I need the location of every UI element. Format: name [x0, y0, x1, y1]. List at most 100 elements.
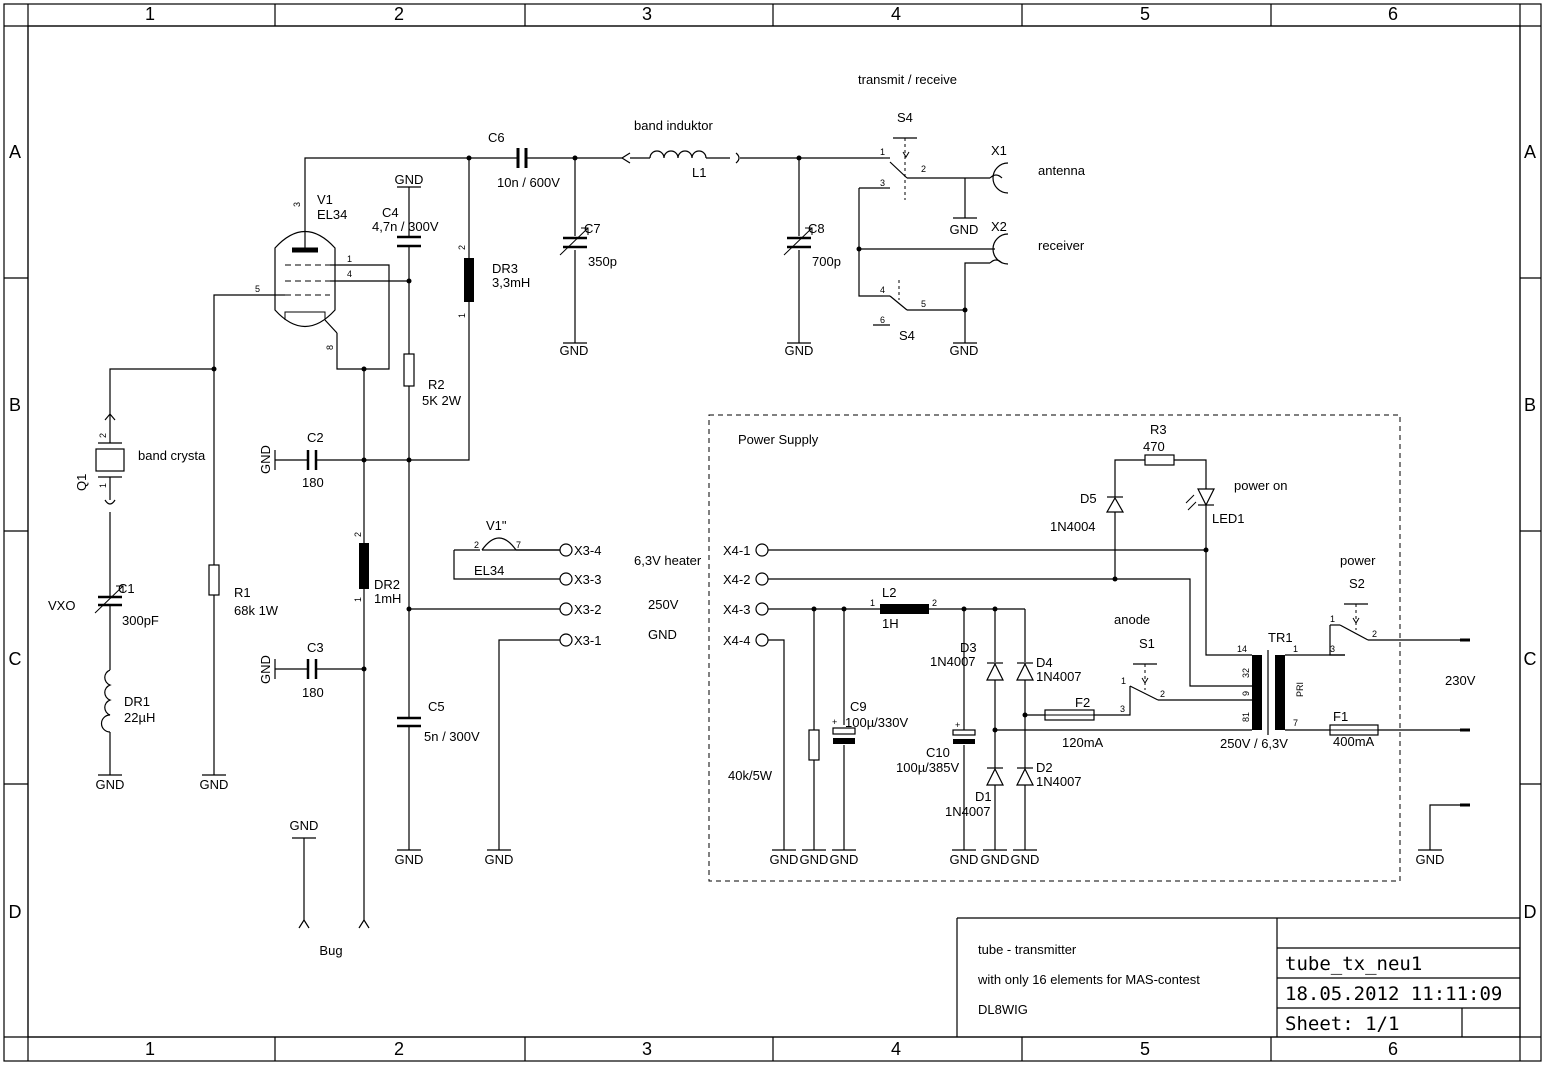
l2-value: 1H — [882, 616, 899, 631]
s2-pin2: 2 — [1372, 629, 1377, 639]
row-label-a-right: A — [1524, 142, 1536, 162]
v1-pin4: 4 — [347, 269, 352, 279]
r2-ref: R2 — [428, 377, 445, 392]
col-label-1-bottom: 1 — [145, 1039, 155, 1059]
d5-value: 1N4004 — [1050, 519, 1096, 534]
x3-pin-2: X3-2 — [574, 602, 601, 617]
led1-value: power on — [1234, 478, 1287, 493]
title-filename: tube_tx_neu1 — [1285, 953, 1422, 975]
v1-value: EL34 — [317, 207, 347, 222]
col-label-4: 4 — [891, 4, 901, 24]
f2-value: 120mA — [1062, 735, 1104, 750]
dr2-pin2: 2 — [353, 532, 363, 537]
v1-pin3: 3 — [292, 202, 302, 207]
row-label-b: B — [9, 395, 21, 415]
c5-value: 5n / 300V — [424, 729, 480, 744]
x4-connector: X4-1 X4-2 X4-3 X4-4 — [723, 543, 769, 648]
col-label-3-bottom: 3 — [642, 1039, 652, 1059]
s4-switch: transmit / receive S4 1 2 3 4 5 6 S4 — [858, 72, 957, 343]
s4-ref-top: S4 — [897, 110, 913, 125]
title-datetime: 18.05.2012 11:11:09 — [1285, 983, 1502, 1005]
v1-pin5: 5 — [255, 284, 260, 294]
l1-value: band induktor — [634, 118, 713, 133]
l2-pin2: 2 — [932, 598, 937, 608]
col-label-5-bottom: 5 — [1140, 1039, 1150, 1059]
gnd-label: GND — [258, 655, 273, 684]
tr1-pin9: 9 — [1241, 691, 1251, 696]
title-line-3: DL8WIG — [978, 1002, 1028, 1017]
x3-pin-4: X3-4 — [574, 543, 601, 558]
q1-pin2: 2 — [98, 433, 108, 438]
bug-label: Bug — [319, 943, 342, 958]
x2-receiver-jack: X2 receiver — [989, 219, 1085, 265]
x3-label-heater: 6,3V heater — [634, 553, 702, 568]
gnd-label: GND — [258, 445, 273, 474]
row-label-d-right: D — [1524, 902, 1537, 922]
col-label-4-bottom: 4 — [891, 1039, 901, 1059]
gnd-symbol: GND — [1011, 849, 1040, 867]
d2-diode: D2 1N4007 — [1016, 760, 1082, 789]
tr1-pin32: 32 — [1241, 668, 1251, 678]
gnd-label: GND — [395, 172, 424, 187]
v1-ref: V1 — [317, 192, 333, 207]
c1-capacitor: C1 300pF VXO — [48, 581, 159, 628]
v1-pin8: 8 — [325, 345, 335, 350]
s4-pin6: 6 — [880, 315, 885, 325]
c6-ref: C6 — [488, 130, 505, 145]
mains-label: 230V — [1445, 673, 1476, 688]
dr1-inductor: DR1 22µH — [100, 669, 155, 733]
x3-pin-1: X3-1 — [574, 633, 601, 648]
d4-diode: D4 1N4007 — [1016, 655, 1082, 684]
gnd-symbol: GND — [395, 849, 423, 867]
tr1-pin7: 7 — [1293, 718, 1298, 728]
bleeder-value: 40k/5W — [728, 768, 773, 783]
r3-value: 470 — [1143, 439, 1165, 454]
gnd-symbol: GND — [800, 849, 829, 867]
c4-ref: C4 — [382, 205, 399, 220]
dr1-value: 22µH — [124, 710, 155, 725]
r1-ref: R1 — [234, 585, 251, 600]
wires — [109, 157, 1468, 920]
c10-capacitor: + C10 100µ/385V — [896, 720, 976, 775]
power-supply-label: Power Supply — [738, 432, 819, 447]
c5-ref: C5 — [428, 699, 445, 714]
c9-ref: C9 — [850, 699, 867, 714]
v1h-ref: V1" — [486, 518, 507, 533]
gnd-symbol: GND — [1416, 849, 1444, 867]
c1-note: VXO — [48, 598, 75, 613]
s1-value: anode — [1114, 612, 1150, 627]
v1h-value: EL34 — [474, 563, 504, 578]
title-line-2: with only 16 elements for MAS-contest — [977, 972, 1200, 987]
dr2-pin1: 1 — [353, 597, 363, 602]
d2-value: 1N4007 — [1036, 774, 1082, 789]
bleeder-resistor: 40k/5W — [728, 729, 820, 783]
col-label-1: 1 — [145, 4, 155, 24]
power-supply-box: Power Supply — [708, 414, 1401, 882]
c8-capacitor: C8 700p — [783, 221, 841, 269]
led1-diode: power on LED1 — [1185, 478, 1287, 526]
tr1-pri: PRI — [1295, 682, 1305, 697]
dr2-value: 1mH — [374, 591, 401, 606]
d5-diode: D5 1N4004 — [1050, 490, 1125, 534]
q1-pin1: 1 — [98, 483, 108, 488]
f2-pin3: 3 — [1120, 704, 1125, 714]
d3-diode: D3 1N4007 — [930, 640, 1004, 681]
tr1-ref: TR1 — [1268, 630, 1293, 645]
c7-capacitor: C7 350p — [559, 221, 617, 269]
c9-value: 100µ/330V — [845, 715, 908, 730]
led1-ref: LED1 — [1212, 511, 1245, 526]
d2-ref: D2 — [1036, 760, 1053, 775]
col-label-2-bottom: 2 — [394, 1039, 404, 1059]
gnd-symbol: GND — [200, 774, 228, 792]
gnd-symbol: GND — [395, 172, 424, 188]
gnd-symbol: GND — [485, 849, 513, 867]
gnd-label: GND — [1011, 852, 1040, 867]
col-label-5: 5 — [1140, 4, 1150, 24]
tr1-pin1: 1 — [1293, 644, 1298, 654]
l2-ref: L2 — [882, 585, 896, 600]
junctions — [211, 155, 1209, 733]
gnd-label: GND — [800, 852, 829, 867]
v1h-pin7: 7 — [516, 540, 521, 550]
row-label-a: A — [9, 142, 21, 162]
